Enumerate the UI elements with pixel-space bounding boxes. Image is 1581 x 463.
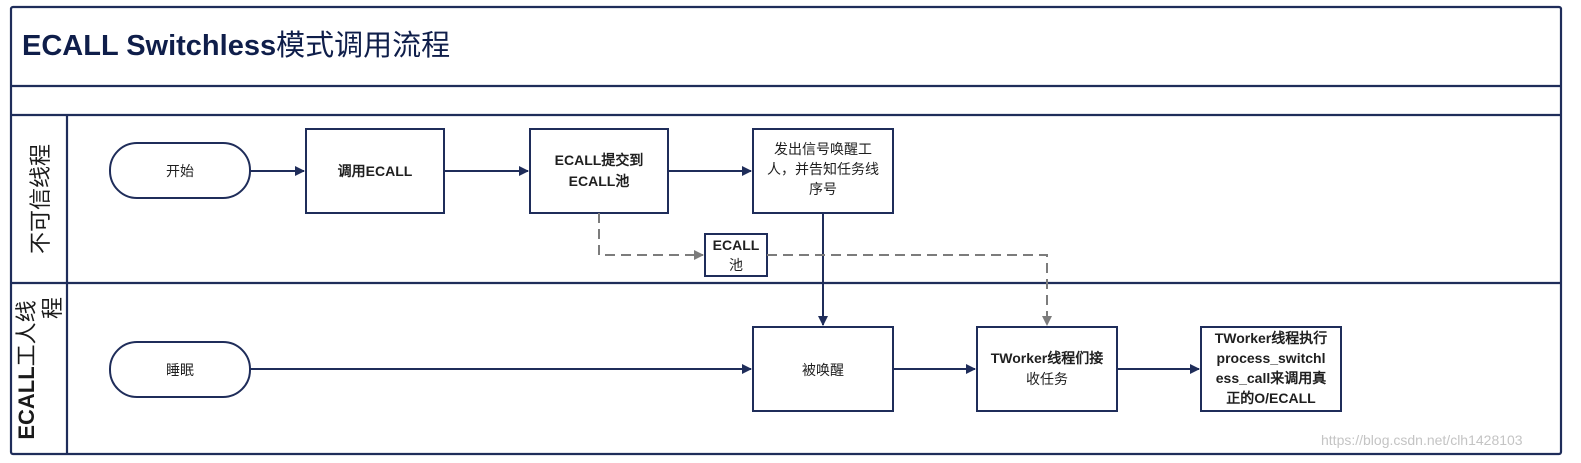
submit-node-label-line1: ECALL提交到 xyxy=(555,152,644,168)
lane-label-worker-bold: ECALL xyxy=(14,366,39,439)
receive-task-node-label-line1: TWorker线程们接 xyxy=(991,350,1104,366)
ecall-pool-node-label-line1: ECALL xyxy=(713,237,760,253)
signal-node-label-line2: 人，并告知任务线 xyxy=(767,161,879,177)
start-node-label: 开始 xyxy=(166,163,194,179)
diagram-outer-frame xyxy=(9,5,1563,456)
lane-label-worker-rest: 工人线 xyxy=(14,300,39,366)
call-ecall-node xyxy=(305,128,445,214)
call-ecall-node-label: 调用ECALL xyxy=(338,163,413,179)
lane-label-worker: ECALL工人线 程 xyxy=(14,297,65,440)
ecall-pool-node-label-line2: 池 xyxy=(729,257,743,273)
arrow-submit-to-pool xyxy=(598,213,704,260)
ecall-pool-node xyxy=(704,233,768,277)
receive-task-node-label-line2: 收任务 xyxy=(1026,371,1068,387)
sleep-node-label: 睡眠 xyxy=(166,362,194,378)
submit-node xyxy=(529,128,669,214)
diagram-title: ECALL Switchless模式调用流程 xyxy=(22,29,450,62)
svg-text:ECALL工人线: ECALL工人线 xyxy=(14,300,39,439)
lane-label-worker-rest-line2: 程 xyxy=(40,297,65,319)
woken-node-label: 被唤醒 xyxy=(802,362,844,378)
watermark: https://blog.csdn.net/clh1428103 xyxy=(1321,432,1523,448)
signal-node-label-line3: 序号 xyxy=(809,181,837,197)
diagram-title-prefix: ECALL Switchless xyxy=(22,30,276,62)
diagram-title-suffix: 模式调用流程 xyxy=(276,29,450,62)
woken-node xyxy=(752,326,894,412)
execute-node-label-line1: TWorker线程执行 xyxy=(1215,330,1328,346)
execute-node-label-line2: process_switchl xyxy=(1217,350,1326,366)
lane-label-untrusted-text: 不可信线程 xyxy=(28,144,53,254)
submit-node-label-line2: ECALL池 xyxy=(569,173,630,189)
arrow-pool-to-receive xyxy=(767,254,1052,326)
lane-label-untrusted: 不可信线程 xyxy=(28,144,53,254)
execute-node-label-line4: 正的O/ECALL xyxy=(1226,390,1316,406)
receive-task-node xyxy=(976,326,1118,412)
execute-node-label-line3: ess_call来调用真 xyxy=(1216,370,1327,386)
execute-node xyxy=(1200,326,1342,412)
signal-node xyxy=(752,128,894,214)
signal-node-label-line1: 发出信号唤醒工 xyxy=(774,141,872,157)
